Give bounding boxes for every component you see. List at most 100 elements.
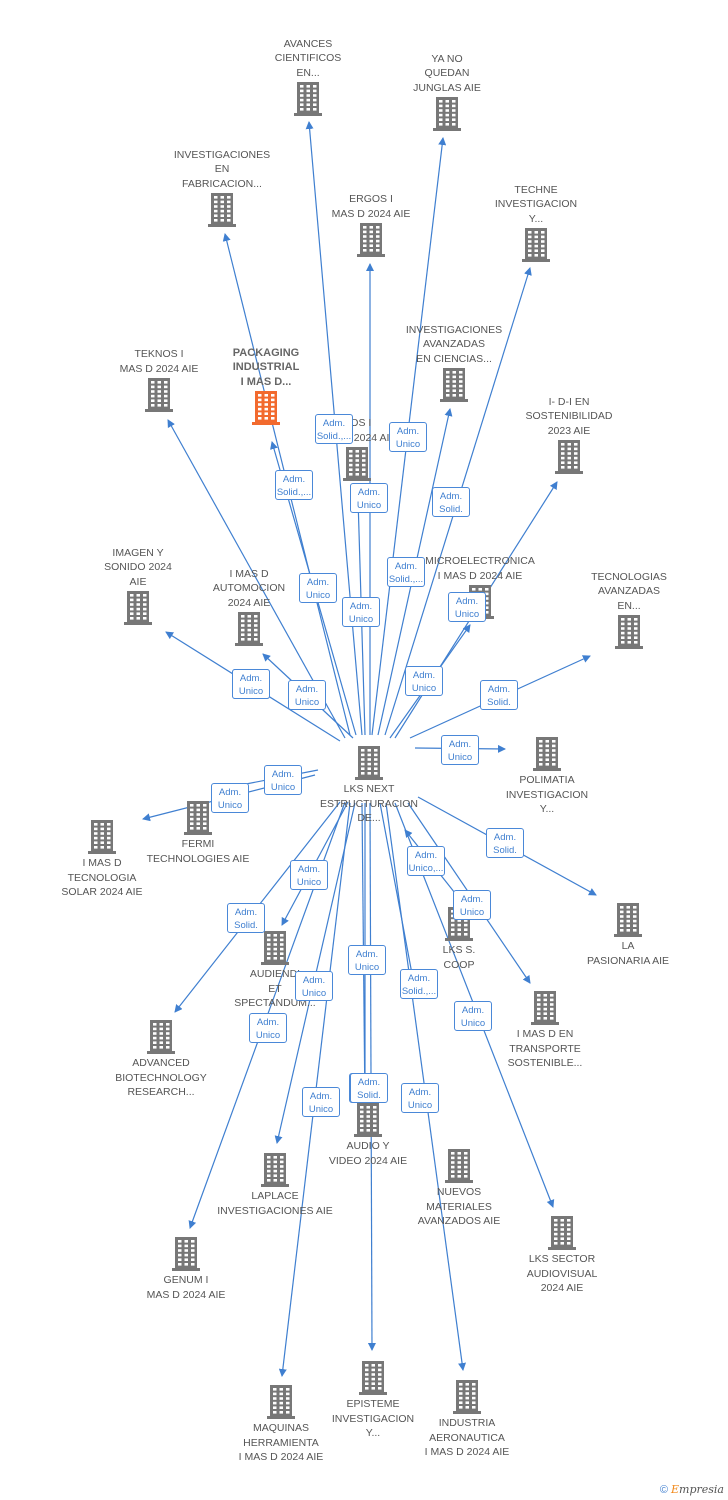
company-node[interactable]: YA NO QUEDAN JUNGLAS AIE (387, 52, 507, 134)
company-node[interactable]: LKS SECTOR AUDIOVISUAL 2024 AIE (502, 1214, 622, 1296)
building-icon (294, 82, 322, 116)
role-badge[interactable]: Adm. Solid.,... (387, 557, 425, 587)
role-badge[interactable]: Adm. Unico (389, 422, 427, 452)
company-node[interactable]: IMAGEN Y SONIDO 2024 AIE (78, 546, 198, 628)
role-badge[interactable]: Adm. Unico (342, 597, 380, 627)
building-icon (615, 615, 643, 649)
company-name: NUEVOS MATERIALES AVANZADOS AIE (417, 1186, 501, 1227)
role-badge[interactable]: Adm. Unico (453, 890, 491, 920)
company-node[interactable]: EPISTEME INVESTIGACION Y... (313, 1359, 433, 1441)
building-icon (267, 1385, 295, 1419)
company-node[interactable]: PACKAGING INDUSTRIAL I MAS D... (206, 346, 326, 428)
building-icon (172, 1237, 200, 1271)
copyright-symbol: © (659, 1484, 668, 1496)
building-icon (235, 612, 263, 646)
company-name: AUDIO Y VIDEO 2024 AIE (328, 1140, 408, 1167)
company-node[interactable]: TEKNOS I MAS D 2024 AIE (99, 347, 219, 414)
role-badge[interactable]: Adm. Unico (264, 765, 302, 795)
role-badge[interactable]: Adm. Solid. (227, 903, 265, 933)
company-node[interactable]: FERMI TECHNOLOGIES AIE (138, 799, 258, 866)
building-icon (440, 368, 468, 402)
building-icon (445, 1149, 473, 1183)
role-badge[interactable]: Adm. Unico (290, 860, 328, 890)
role-badge[interactable]: Adm. Unico (448, 592, 486, 622)
role-badge[interactable]: Adm. Unico (299, 573, 337, 603)
company-node[interactable]: MAQUINAS HERRAMIENTA I MAS D 2024 AIE (221, 1383, 341, 1465)
role-badge[interactable]: Adm. Solid. (432, 487, 470, 517)
building-icon (261, 931, 289, 965)
building-icon (548, 1216, 576, 1250)
company-name: I MAS D EN TRANSPORTE SOSTENIBLE... (507, 1028, 583, 1069)
building-icon (433, 97, 461, 131)
footer-brand[interactable]: © Empresia (660, 1483, 724, 1496)
company-name: ADVANCED BIOTECHNOLOGY RESEARCH... (115, 1057, 207, 1098)
company-node[interactable]: GENUM I MAS D 2024 AIE (126, 1235, 246, 1302)
building-icon (354, 1103, 382, 1137)
company-node[interactable]: INVESTIGACIONES EN FABRICACION... (162, 148, 282, 230)
role-badge[interactable]: Adm. Solid.,... (275, 470, 313, 500)
company-name: INDUSTRIA AERONAUTICA I MAS D 2024 AIE (424, 1417, 510, 1458)
company-name: AVANCES CIENTIFICOS EN... (274, 37, 342, 79)
role-badge[interactable]: Adm. Unico (405, 666, 443, 696)
company-node[interactable]: POLIMATIA INVESTIGACION Y... (487, 735, 607, 817)
company-name: MAQUINAS HERRAMIENTA I MAS D 2024 AIE (238, 1422, 324, 1463)
company-node[interactable]: I- D-I EN SOSTENIBILIDAD 2023 AIE (509, 395, 629, 477)
company-name: FERMI TECHNOLOGIES AIE (146, 838, 250, 865)
company-node[interactable]: TECNOLOGIAS AVANZADAS EN... (569, 570, 689, 652)
company-name: LKS S. COOP (442, 944, 476, 971)
company-node[interactable]: I MAS D EN TRANSPORTE SOSTENIBLE... (485, 989, 605, 1071)
brand-name: mpresia (679, 1483, 724, 1496)
role-badge[interactable]: Adm. Solid. (486, 828, 524, 858)
role-badge[interactable]: Adm. Unico (302, 1087, 340, 1117)
building-icon (124, 591, 152, 625)
company-name: IMAGEN Y SONIDO 2024 AIE (104, 546, 172, 588)
company-name: TECNOLOGIAS AVANZADAS EN... (591, 570, 667, 612)
role-badge[interactable]: Adm. Unico (454, 1001, 492, 1031)
company-node[interactable]: LAPLACE INVESTIGACIONES AIE (215, 1151, 335, 1218)
company-name: INVESTIGACIONES EN FABRICACION... (173, 148, 271, 190)
building-icon (184, 801, 212, 835)
company-name: YA NO QUEDAN JUNGLAS AIE (413, 52, 481, 94)
role-badge[interactable]: Adm. Unico (288, 680, 326, 710)
edge-c-n24 (379, 802, 418, 991)
role-badge[interactable]: Adm. Unico (249, 1013, 287, 1043)
company-node[interactable]: NUEVOS MATERIALES AVANZADOS AIE (399, 1147, 519, 1229)
role-badge[interactable]: Adm. Unico (350, 483, 388, 513)
company-node[interactable]: I MAS D AUTOMOCION 2024 AIE (189, 567, 309, 649)
company-node[interactable]: I MAS D TECNOLOGIA SOLAR 2024 AIE (42, 818, 162, 900)
building-icon (555, 440, 583, 474)
company-name: INVESTIGACIONES AVANZADAS EN CIENCIAS... (405, 323, 503, 365)
building-icon (453, 1380, 481, 1414)
building-icon (147, 1020, 175, 1054)
role-badge[interactable]: Adm. Solid.,... (315, 414, 353, 444)
company-node[interactable]: INVESTIGACIONES AVANZADAS EN CIENCIAS... (394, 323, 514, 405)
company-name: GENUM I MAS D 2024 AIE (146, 1274, 226, 1301)
building-icon (357, 223, 385, 257)
company-node[interactable]: LA PASIONARIA AIE (568, 901, 688, 968)
company-node[interactable]: AVANCES CIENTIFICOS EN... (248, 37, 368, 119)
role-badge[interactable]: Adm. Solid. (480, 680, 518, 710)
role-badge[interactable]: Adm. Solid. (350, 1073, 388, 1103)
center-company-node[interactable]: LKS NEXT ESTRUCTURACION DE... (309, 744, 429, 826)
role-badge[interactable]: Adm. Unico (441, 735, 479, 765)
company-node[interactable]: TECHNE INVESTIGACION Y... (476, 183, 596, 265)
role-badge[interactable]: Adm. Unico (348, 945, 386, 975)
building-icon (88, 820, 116, 854)
company-name: EPISTEME INVESTIGACION Y... (331, 1398, 415, 1439)
building-icon (145, 378, 173, 412)
company-name: ERGOS I MAS D 2024 AIE (331, 193, 411, 220)
company-name: I- D-I EN SOSTENIBILIDAD 2023 AIE (525, 395, 613, 437)
role-badge[interactable]: Adm. Solid.,... (400, 969, 438, 999)
company-name: I MAS D AUTOMOCION 2024 AIE (212, 567, 286, 609)
role-badge[interactable]: Adm. Unico (295, 971, 333, 1001)
company-node[interactable]: ERGOS I MAS D 2024 AIE (311, 192, 431, 259)
role-badge[interactable]: Adm. Unico (401, 1083, 439, 1113)
role-badge[interactable]: Adm. Unico,... (407, 846, 445, 876)
company-node[interactable]: AUDIO Y VIDEO 2024 AIE (308, 1101, 428, 1168)
company-node[interactable]: INDUSTRIA AERONAUTICA I MAS D 2024 AIE (407, 1378, 527, 1460)
role-badge[interactable]: Adm. Unico (211, 783, 249, 813)
building-icon (533, 737, 561, 771)
company-name: POLIMATIA INVESTIGACION Y... (505, 774, 589, 815)
role-badge[interactable]: Adm. Unico (232, 669, 270, 699)
company-node[interactable]: ADVANCED BIOTECHNOLOGY RESEARCH... (101, 1018, 221, 1100)
